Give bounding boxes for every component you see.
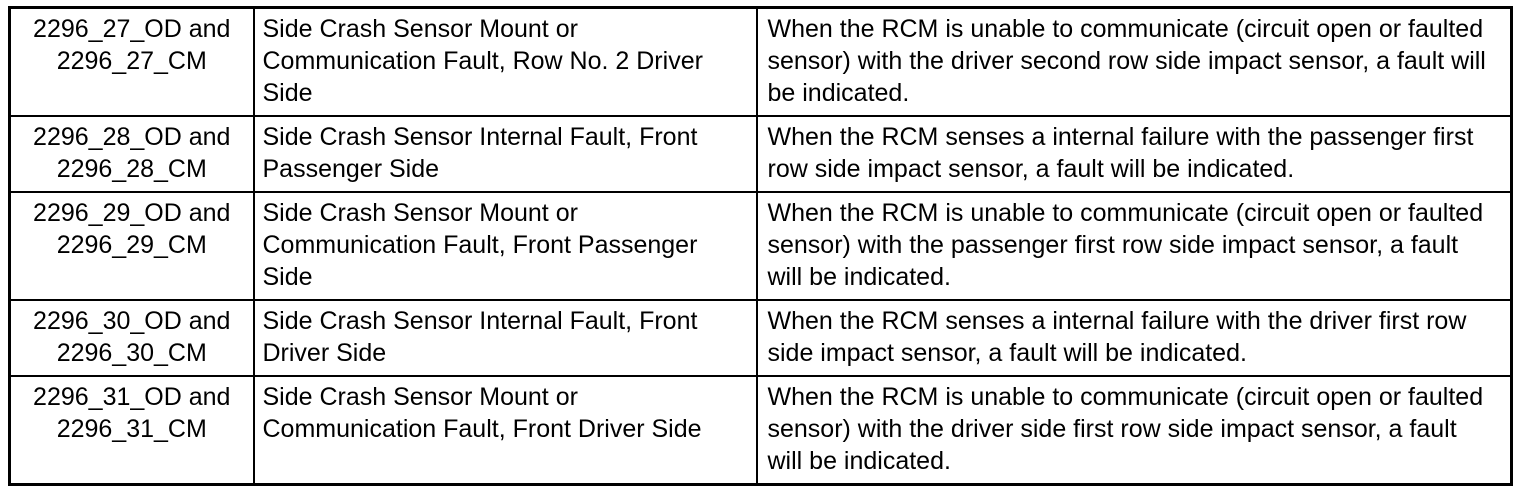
fault-name-cell: Side Crash Sensor Mount or Communication… [252, 191, 758, 301]
fault-name-cell: Side Crash Sensor Internal Fault, Front … [252, 115, 758, 193]
fault-name-cell: Side Crash Sensor Mount or Communication… [252, 6, 758, 117]
table-row: 2296_29_OD and 2296_29_CM Side Crash Sen… [8, 191, 1513, 301]
dtc-code-cell: 2296_27_OD and 2296_27_CM [8, 6, 255, 117]
dtc-code-cell: 2296_30_OD and 2296_30_CM [8, 299, 255, 377]
fault-description-cell: When the RCM senses a internal failure w… [755, 115, 1513, 193]
fault-name-cell: Side Crash Sensor Internal Fault, Front … [252, 299, 758, 377]
fault-description-cell: When the RCM is unable to communicate (c… [755, 6, 1513, 117]
table-row: 2296_27_OD and 2296_27_CM Side Crash Sen… [8, 6, 1513, 117]
table-row: 2296_30_OD and 2296_30_CM Side Crash Sen… [8, 299, 1513, 377]
fault-name-cell: Side Crash Sensor Mount or Communication… [252, 375, 758, 486]
dtc-code-cell: 2296_31_OD and 2296_31_CM [8, 375, 255, 486]
dtc-code-cell: 2296_29_OD and 2296_29_CM [8, 191, 255, 301]
dtc-table: 2296_27_OD and 2296_27_CM Side Crash Sen… [8, 6, 1513, 486]
dtc-code-cell: 2296_28_OD and 2296_28_CM [8, 115, 255, 193]
table-row: 2296_28_OD and 2296_28_CM Side Crash Sen… [8, 115, 1513, 193]
fault-description-cell: When the RCM is unable to communicate (c… [755, 191, 1513, 301]
fault-description-cell: When the RCM is unable to communicate (c… [755, 375, 1513, 486]
table-row: 2296_31_OD and 2296_31_CM Side Crash Sen… [8, 375, 1513, 486]
fault-description-cell: When the RCM senses a internal failure w… [755, 299, 1513, 377]
